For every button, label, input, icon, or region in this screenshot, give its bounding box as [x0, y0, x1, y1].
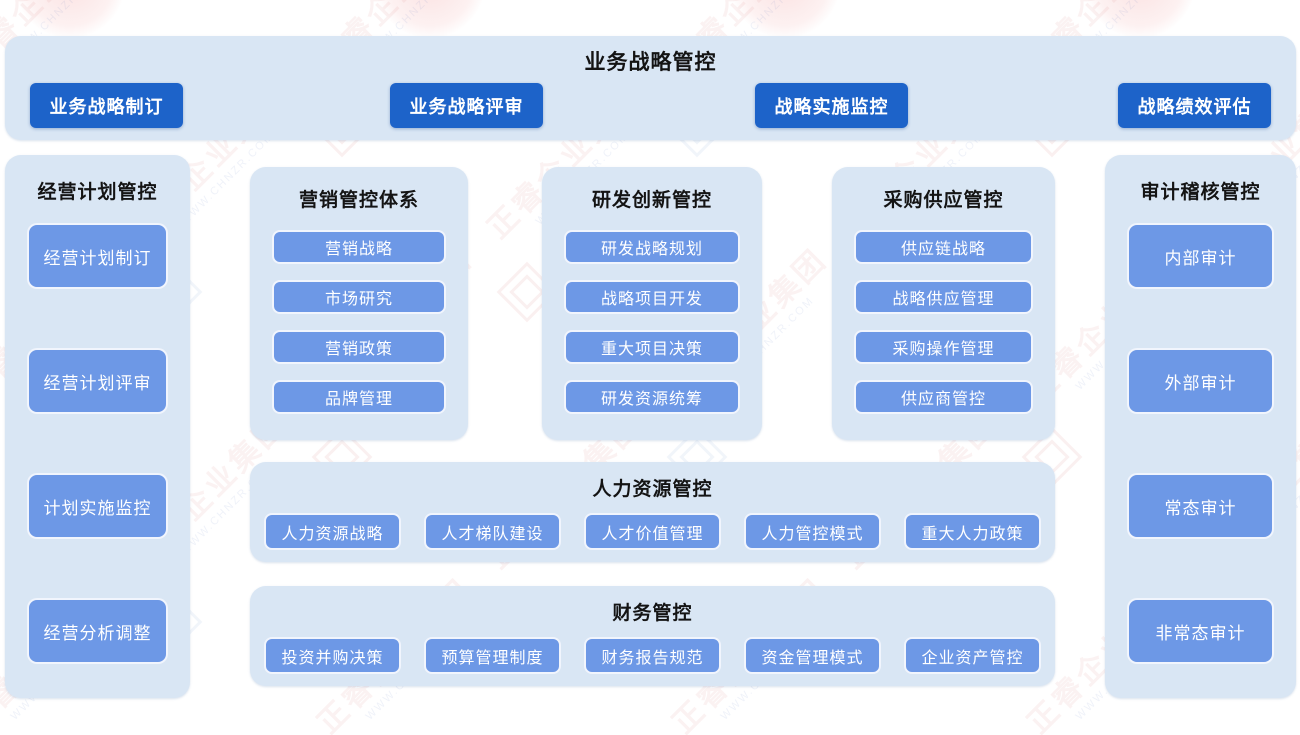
panel-finance: 财务管控 投资并购决策 预算管理制度 财务报告规范 资金管理模式 企业资产管控	[250, 586, 1055, 686]
button-strategic-project-development[interactable]: 战略项目开发	[564, 280, 740, 314]
button-rnd-strategy-planning[interactable]: 研发战略规划	[564, 230, 740, 264]
button-rnd-resource-coordination[interactable]: 研发资源统筹	[564, 380, 740, 414]
button-internal-audit[interactable]: 内部审计	[1127, 223, 1274, 289]
panel-marketing: 营销管控体系 营销战略 市场研究 营销政策 品牌管理	[250, 167, 468, 440]
button-talent-value-management[interactable]: 人才价值管理	[584, 513, 721, 550]
panel-rnd-innovation: 研发创新管控 研发战略规划 战略项目开发 重大项目决策 研发资源统筹	[542, 167, 762, 440]
button-hr-strategy[interactable]: 人力资源战略	[264, 513, 401, 550]
panel-finance-title: 财务管控	[612, 603, 693, 624]
button-brand-management[interactable]: 品牌管理	[272, 380, 446, 414]
hr-button-row: 人力资源战略 人才梯队建设 人才价值管理 人力管控模式 重大人力政策	[264, 513, 1041, 550]
button-budget-management-system[interactable]: 预算管理制度	[424, 637, 561, 674]
panel-business-strategy-title: 业务战略管控	[584, 51, 717, 74]
button-plan-implementation-monitoring[interactable]: 计划实施监控	[27, 473, 168, 539]
button-marketing-policy[interactable]: 营销政策	[272, 330, 446, 364]
button-irregular-audit[interactable]: 非常态审计	[1127, 598, 1274, 664]
button-regular-audit[interactable]: 常态审计	[1127, 473, 1274, 539]
panel-procurement-supply-title: 采购供应管控	[883, 190, 1004, 211]
button-procurement-operation-management[interactable]: 采购操作管理	[854, 330, 1033, 364]
button-major-project-decision[interactable]: 重大项目决策	[564, 330, 740, 364]
panel-audit: 审计稽核管控 内部审计 外部审计 常态审计 非常态审计	[1105, 155, 1296, 698]
button-external-audit[interactable]: 外部审计	[1127, 348, 1274, 414]
panel-audit-title: 审计稽核管控	[1140, 182, 1261, 203]
button-corporate-asset-control[interactable]: 企业资产管控	[904, 637, 1041, 674]
button-talent-pipeline[interactable]: 人才梯队建设	[424, 513, 561, 550]
watermark-arc	[1085, 0, 1195, 38]
button-operation-analysis-adjustment[interactable]: 经营分析调整	[27, 598, 168, 664]
button-strategy-implementation-monitoring[interactable]: 战略实施监控	[755, 83, 908, 128]
watermark-arc	[15, 0, 125, 38]
button-market-research[interactable]: 市场研究	[272, 280, 446, 314]
button-plan-formulation[interactable]: 经营计划制订	[27, 223, 168, 289]
button-investment-ma-decision[interactable]: 投资并购决策	[264, 637, 401, 674]
button-hr-control-model[interactable]: 人力管控模式	[744, 513, 881, 550]
button-marketing-strategy[interactable]: 营销战略	[272, 230, 446, 264]
panel-rnd-innovation-title: 研发创新管控	[591, 190, 712, 211]
button-supplier-control[interactable]: 供应商管控	[854, 380, 1033, 414]
button-strategy-review[interactable]: 业务战略评审	[390, 83, 543, 128]
button-strategy-performance-evaluation[interactable]: 战略绩效评估	[1118, 83, 1271, 128]
watermark-arc	[730, 0, 840, 38]
button-major-hr-policy[interactable]: 重大人力政策	[904, 513, 1041, 550]
button-plan-review[interactable]: 经营计划评审	[27, 348, 168, 414]
panel-business-strategy: 业务战略管控 业务战略制订 业务战略评审 战略实施监控 战略绩效评估	[5, 36, 1296, 140]
finance-button-row: 投资并购决策 预算管理制度 财务报告规范 资金管理模式 企业资产管控	[264, 637, 1041, 674]
panel-human-resources: 人力资源管控 人力资源战略 人才梯队建设 人才价值管理 人力管控模式 重大人力政…	[250, 462, 1055, 562]
button-financial-reporting-standard[interactable]: 财务报告规范	[584, 637, 721, 674]
panel-business-planning: 经营计划管控 经营计划制订 经营计划评审 计划实施监控 经营分析调整	[5, 155, 190, 698]
panel-marketing-title: 营销管控体系	[298, 190, 419, 211]
button-fund-management-model[interactable]: 资金管理模式	[744, 637, 881, 674]
panel-business-planning-title: 经营计划管控	[37, 182, 158, 203]
button-strategic-supply-management[interactable]: 战略供应管理	[854, 280, 1033, 314]
button-strategy-formulation[interactable]: 业务战略制订	[30, 83, 183, 128]
panel-procurement-supply: 采购供应管控 供应链战略 战略供应管理 采购操作管理 供应商管控	[832, 167, 1055, 440]
panel-human-resources-title: 人力资源管控	[592, 479, 713, 500]
watermark-arc	[375, 0, 485, 38]
button-supply-chain-strategy[interactable]: 供应链战略	[854, 230, 1033, 264]
